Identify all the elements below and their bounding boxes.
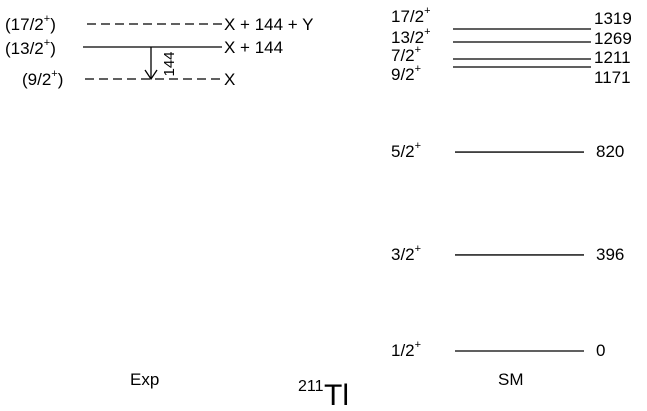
- exp-caption: Exp: [130, 370, 159, 389]
- sm-level-13-2-energy-label: 1269: [594, 29, 632, 48]
- sm-level-9-2-spin-label: 9/2+: [391, 63, 421, 84]
- sm-level-3-2-energy-label: 396: [596, 245, 624, 264]
- sm-level-13-2-spin-label: 13/2+: [391, 26, 431, 47]
- transition-arrowhead-icon: [144, 69, 158, 81]
- nucleus-symbol: Tl: [324, 379, 349, 411]
- sm-level-7-2-energy-label: 1211: [594, 48, 631, 67]
- sm-level-17-2-spin-label: 17/2+: [391, 5, 431, 26]
- sm-level-1-2-energy-label: 0: [596, 341, 605, 360]
- exp-level-17-2-energy-label: X + 144 + Y: [224, 15, 313, 34]
- nucleus-mass-number: 211: [298, 378, 324, 395]
- exp-level-17-2-spin-label: (17/2+): [5, 13, 56, 34]
- sm-level-group: 17/2+ 1319 13/2+ 1269 7/2+ 1211 9/2+ 1171 5/2+ 82…: [391, 5, 632, 360]
- sm-level-17-2-energy-label: 1319: [594, 9, 632, 28]
- exp-level-13-2-energy-label: X + 144: [224, 38, 283, 57]
- sm-level-3-2-spin-label: 3/2+: [391, 243, 421, 264]
- sm-level-5-2-energy-label: 820: [596, 142, 624, 161]
- nucleus-label: 211 Tl: [298, 378, 349, 411]
- sm-level-1-2-spin-label: 1/2+: [391, 339, 421, 360]
- exp-level-group: (17/2+) X + 144 + Y (13/2+) X + 144 (9/2…: [5, 13, 313, 389]
- sm-level-9-2-energy-label: 1171: [594, 68, 631, 87]
- transition-energy-label: 144: [161, 51, 178, 76]
- exp-level-9-2-spin-label: (9/2+): [22, 68, 63, 89]
- exp-level-13-2-spin-label: (13/2+): [5, 37, 56, 58]
- sm-level-5-2-spin-label: 5/2+: [391, 140, 421, 161]
- sm-level-7-2-spin-label: 7/2+: [391, 44, 421, 65]
- exp-level-9-2-energy-label: X: [224, 70, 235, 89]
- sm-caption: SM: [498, 370, 524, 389]
